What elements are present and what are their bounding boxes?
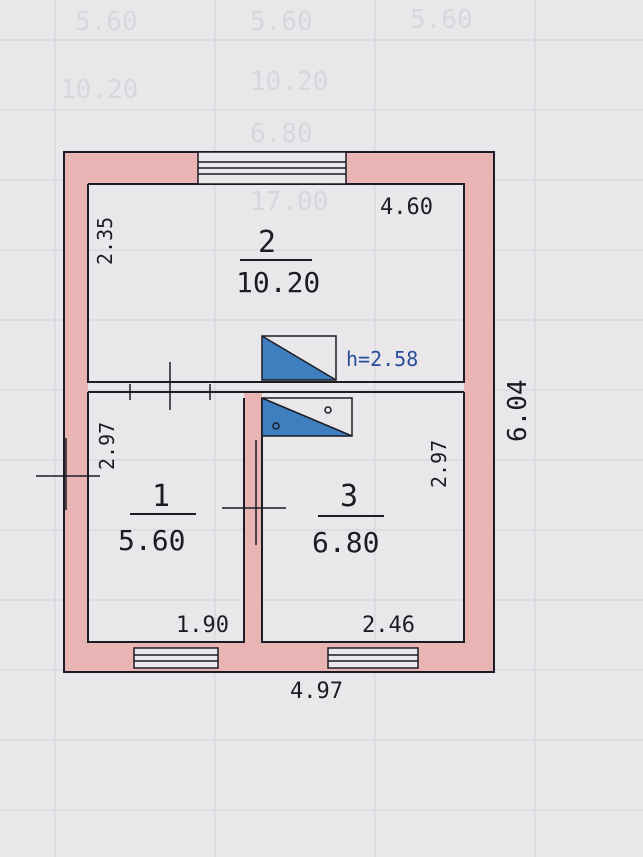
bottom-right-window <box>327 647 419 669</box>
room-2-width: 4.60 <box>380 195 433 220</box>
room-2-area: 10.20 <box>236 266 320 299</box>
room-3-number: 3 <box>340 479 358 514</box>
room-2-depth: 2.35 <box>93 217 117 265</box>
overall-width-label: 4.97 <box>290 679 343 704</box>
ceiling-height-label: h=2.58 <box>346 347 418 371</box>
stair-upper <box>261 335 337 381</box>
room-2-number: 2 <box>258 225 276 260</box>
background-row: 10.20 <box>60 75 138 105</box>
background-table: 5.60 5.60 5.60 10.20 10.20 6.80 17.00 <box>60 5 473 217</box>
door-marks <box>36 362 286 545</box>
room-1-width: 1.90 <box>176 613 229 638</box>
stair-lower <box>261 397 353 437</box>
bottom-left-window <box>133 647 219 669</box>
room-1-depth: 2.97 <box>95 422 119 470</box>
top-window <box>197 151 347 185</box>
room-3-depth: 2.97 <box>427 440 451 488</box>
background-row: 5.60 <box>410 5 473 35</box>
room-1-number: 1 <box>152 479 170 514</box>
background-row: 6.80 <box>250 119 313 149</box>
room-1-area: 5.60 <box>118 524 185 557</box>
room-3-area: 6.80 <box>312 526 379 559</box>
background-row: 17.00 <box>250 187 328 217</box>
background-row: 5.60 <box>250 7 313 37</box>
room-3-width: 2.46 <box>362 613 415 638</box>
overall-depth-label: 6.04 <box>503 379 533 442</box>
background-row: 5.60 <box>75 7 138 37</box>
background-row: 10.20 <box>250 67 328 97</box>
